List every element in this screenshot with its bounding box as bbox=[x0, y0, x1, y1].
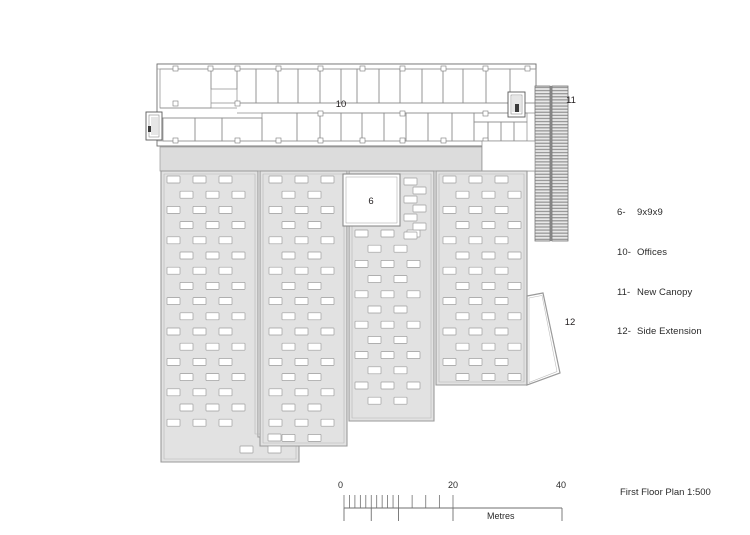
plan-label-11: 11 bbox=[566, 95, 576, 106]
side-extension bbox=[526, 292, 561, 386]
legend-label-12: Side Extension bbox=[637, 326, 702, 338]
drawing-title: First Floor Plan 1:500 bbox=[620, 487, 711, 498]
stair-core-right bbox=[507, 91, 526, 118]
legend-item-12: 12- Side Extension bbox=[617, 325, 702, 338]
plan-number-labels: 10 6 11 12 bbox=[336, 95, 576, 328]
legend-item-10: 10- Offices bbox=[617, 246, 702, 259]
scale-bar bbox=[343, 495, 563, 521]
legend: 6- 9x9x9 10- Offices 11- New Canopy 12- Side… bbox=[617, 180, 702, 352]
scale-unit-label: Metres bbox=[487, 511, 515, 521]
scale-tick-label-40: 40 bbox=[556, 480, 567, 490]
room-6 bbox=[342, 173, 401, 227]
new-canopy bbox=[534, 85, 569, 242]
legend-label-6: 9x9x9 bbox=[637, 207, 663, 219]
legend-key-11: 11- bbox=[617, 286, 631, 298]
legend-item-11: 11- New Canopy bbox=[617, 286, 702, 299]
legend-key-12: 12- bbox=[617, 326, 632, 338]
stair-core-left bbox=[145, 111, 163, 141]
office-rooms-bottom bbox=[162, 112, 528, 142]
legend-key-10: 10- bbox=[617, 247, 632, 259]
legend-key-6: 6- bbox=[617, 207, 626, 219]
plan-label-12: 12 bbox=[565, 317, 576, 328]
plan-label-10: 10 bbox=[336, 99, 347, 110]
office-columns bbox=[172, 65, 531, 144]
fixture-grid bbox=[166, 175, 522, 454]
plan-label-6: 6 bbox=[368, 196, 373, 207]
office-envelope bbox=[156, 63, 537, 147]
legend-item-6: 6- 9x9x9 bbox=[617, 206, 702, 219]
scale-tick-label-0: 0 bbox=[338, 480, 344, 490]
office-block bbox=[145, 63, 537, 147]
scale-tick-label-20: 20 bbox=[448, 480, 459, 490]
legend-label-10: Offices bbox=[637, 247, 668, 259]
legend-label-11: New Canopy bbox=[637, 286, 693, 298]
hall-bay-4 bbox=[435, 170, 528, 386]
